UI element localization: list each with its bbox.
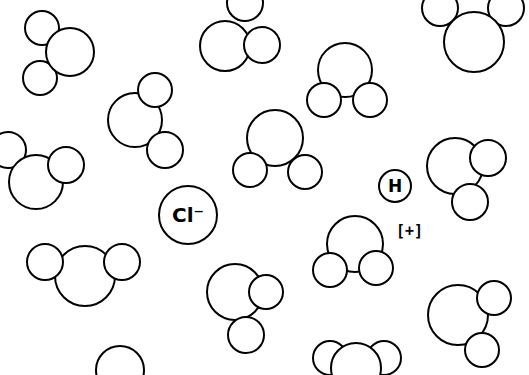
water-molecule bbox=[313, 341, 401, 375]
ion-label: Cl⁻ bbox=[172, 203, 204, 227]
water-molecule bbox=[27, 244, 140, 306]
chloride-ion: Cl⁻ bbox=[158, 185, 218, 245]
ion-label: H bbox=[388, 176, 402, 196]
water-molecule bbox=[233, 110, 322, 189]
hydrogen-ion: H bbox=[378, 169, 412, 203]
water-molecule bbox=[207, 264, 283, 353]
water-molecule bbox=[0, 132, 84, 209]
water-molecule bbox=[422, 0, 524, 72]
water-molecule bbox=[428, 281, 511, 367]
water-molecule bbox=[108, 73, 183, 168]
water-molecule bbox=[200, 0, 280, 71]
water-molecule bbox=[427, 138, 506, 220]
water-molecule bbox=[23, 11, 94, 95]
charge-label: [+] bbox=[396, 222, 423, 240]
water-molecule bbox=[313, 216, 393, 287]
water-molecule bbox=[307, 43, 387, 117]
water-molecule bbox=[96, 346, 144, 375]
